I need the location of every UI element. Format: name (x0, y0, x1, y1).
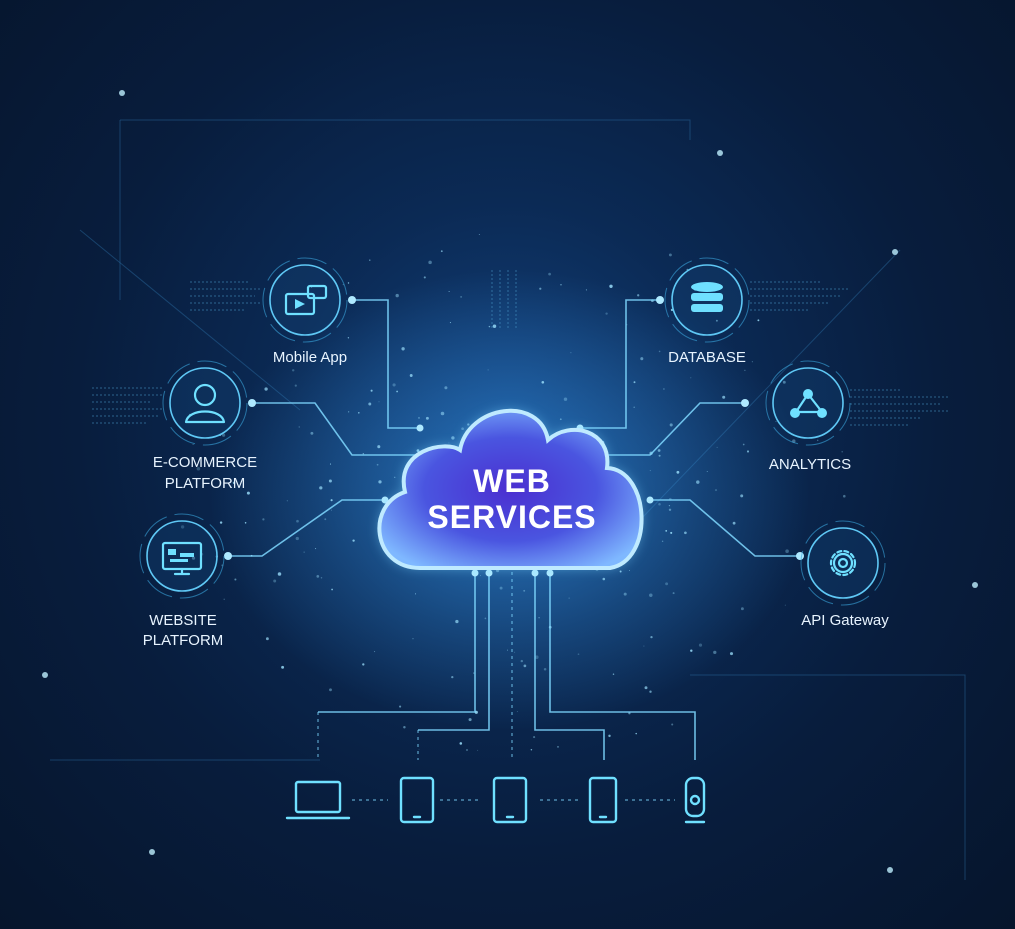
node-ecommerce: E-COMMERCE PLATFORM (153, 360, 257, 492)
wire-webcam (549, 572, 696, 760)
wire-website (228, 499, 385, 557)
monitor-icon (161, 541, 203, 576)
ecommerce-label-line2: PLATFORM (165, 475, 246, 492)
webcam-icon (684, 776, 706, 824)
wire-api-gateway (650, 499, 800, 557)
cloud-title-line1: WEB (473, 463, 551, 499)
connectors (224, 296, 804, 801)
devices-row (285, 776, 706, 824)
ecommerce-label-line1: E-COMMERCE (153, 454, 257, 471)
database-label: DATABASE (668, 349, 746, 366)
website-label-line1: WEBSITE (149, 612, 217, 629)
micro-text-blocks (92, 270, 950, 426)
node-website: WEBSITE PLATFORM (139, 513, 225, 649)
tablet-icon (492, 776, 528, 824)
api-gateway-label: API Gateway (801, 612, 889, 629)
node-api-gateway: API Gateway (800, 520, 889, 629)
cloud-title-line2: SERVICES (427, 499, 596, 535)
wire-ecommerce (252, 402, 420, 456)
laptop-icon (285, 780, 351, 820)
node-database: DATABASE (664, 257, 750, 366)
smartphone-icon (588, 776, 618, 824)
analytics-label: ANALYTICS (769, 456, 851, 473)
wire-tablet-1 (418, 572, 490, 731)
node-analytics: ANALYTICS (765, 360, 851, 473)
mobile-app-icon (284, 284, 328, 316)
wire-phone (534, 572, 605, 760)
mobile-app-label: Mobile App (273, 349, 347, 366)
website-label-line2: PLATFORM (143, 632, 224, 649)
web-services-cloud: WEB SERVICES (377, 408, 644, 570)
wire-database (580, 299, 660, 429)
gear-icon (829, 549, 857, 577)
network-nodes-icon (790, 389, 827, 418)
wire-analytics (605, 402, 745, 456)
wire-mobile-app (352, 299, 420, 429)
user-icon (184, 383, 226, 424)
database-icon (691, 282, 723, 312)
wire-laptop (318, 572, 476, 713)
tablet-icon (399, 776, 435, 824)
node-mobile-app: Mobile App (262, 257, 348, 366)
